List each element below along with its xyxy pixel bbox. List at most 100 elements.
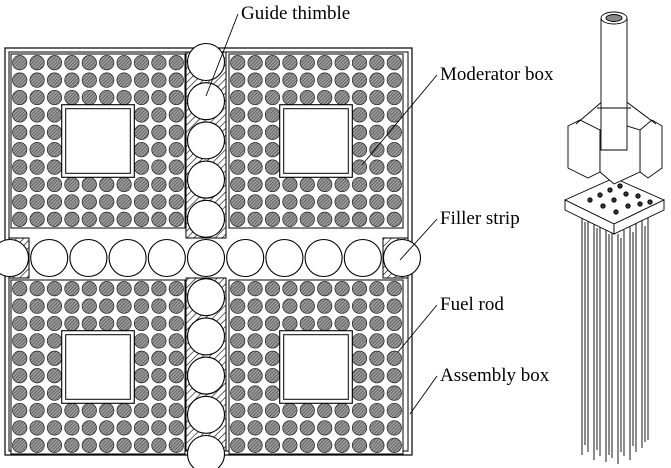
- leader-moderator-box: [361, 74, 438, 166]
- fuel-rod: [386, 402, 402, 419]
- assembly-spider: [567, 119, 601, 179]
- fuel-rod: [264, 55, 281, 71]
- fuel-rod: [317, 437, 333, 453]
- fuel-rod: [351, 89, 368, 106]
- fuel-rod: [386, 333, 402, 349]
- fuel-rod: [151, 159, 167, 175]
- fuel-rod: [46, 281, 63, 297]
- fuel-rod: [133, 72, 150, 88]
- fuel-rod: [133, 159, 150, 175]
- fuel-rod: [247, 420, 263, 436]
- fuel-rod: [29, 420, 45, 436]
- fuel-rod: [29, 281, 45, 297]
- fuel-rod: [317, 72, 333, 88]
- fuel-rod: [351, 211, 368, 227]
- fuel-rod: [29, 194, 45, 210]
- fuel-rod: [116, 55, 132, 71]
- fuel-rod: [12, 194, 28, 210]
- fuel-rod: [81, 315, 97, 332]
- fuel-rod: [133, 298, 150, 314]
- fuel-rod: [334, 420, 350, 436]
- fuel-rod: [64, 402, 80, 419]
- fuel-rod: [46, 55, 63, 71]
- fuel-rod: [334, 437, 350, 453]
- fuel-rod: [151, 194, 167, 210]
- fuel-rod: [12, 211, 28, 227]
- fuel-rod: [264, 176, 281, 193]
- fuel-rod: [116, 315, 132, 332]
- fuel-rod: [369, 124, 385, 140]
- fuel-rod: [230, 72, 246, 88]
- fuel-rod: [247, 368, 263, 384]
- fuel-rod: [168, 124, 184, 140]
- fuel-rod: [116, 437, 132, 453]
- fuel-rod: [247, 159, 263, 175]
- fuel-rod: [282, 72, 298, 88]
- fuel-rod: [116, 281, 132, 297]
- fuel-rod: [386, 124, 402, 140]
- fuel-rod: [299, 211, 315, 227]
- fuel-rod: [116, 402, 132, 419]
- fuel-rod: [168, 72, 184, 88]
- fuel-rod: [317, 402, 333, 419]
- fuel-rod: [151, 298, 167, 314]
- fuel-rod: [133, 281, 150, 297]
- fuel-rod: [46, 350, 63, 366]
- fuel-rod: [282, 211, 298, 227]
- fuel-rod: [168, 211, 184, 227]
- fuel-rod: [334, 89, 350, 106]
- fuel-rod: [264, 402, 281, 419]
- fuel-rod: [133, 315, 150, 332]
- guide-thimble: [30, 238, 69, 278]
- fuel-rod: [12, 437, 28, 453]
- fuel-rod: [282, 315, 298, 332]
- fuel-rod: [81, 281, 97, 297]
- fuel-rod: [99, 281, 115, 297]
- fuel-rod: [247, 437, 263, 453]
- fuel-rod: [64, 194, 80, 210]
- fuel-rod: [230, 333, 246, 349]
- fuel-rod: [230, 350, 246, 366]
- guide-thimble: [186, 356, 226, 395]
- fuel-rod: [81, 298, 97, 314]
- fuel-rod: [46, 402, 63, 419]
- fuel-rod: [282, 402, 298, 419]
- fuel-rod: [29, 55, 45, 71]
- guide-thimble: [186, 82, 226, 121]
- guide-thimble: [343, 238, 382, 278]
- fuel-rod: [351, 281, 368, 297]
- fuel-rod: [168, 385, 184, 401]
- fuel-rod: [299, 72, 315, 88]
- fuel-rod: [334, 298, 350, 314]
- fuel-rod: [29, 72, 45, 88]
- fuel-rod: [369, 55, 385, 71]
- fuel-rod: [151, 281, 167, 297]
- assembly-top-tube: [600, 18, 628, 151]
- fuel-rod: [46, 298, 63, 314]
- fuel-rod: [334, 402, 350, 419]
- fuel-rod: [317, 55, 333, 71]
- fuel-rod: [99, 72, 115, 88]
- fuel-rod: [386, 72, 402, 88]
- fuel-rod: [133, 385, 150, 401]
- fuel-rod: [116, 176, 132, 193]
- fuel-rod: [282, 437, 298, 453]
- fuel-rod: [99, 315, 115, 332]
- fuel-rod: [116, 298, 132, 314]
- guide-thimble: [304, 238, 343, 278]
- fuel-rod: [168, 176, 184, 193]
- fuel-rod: [369, 107, 385, 123]
- fuel-rod: [317, 89, 333, 106]
- fuel-rod: [46, 159, 63, 175]
- fuel-rod: [369, 350, 385, 366]
- fuel-rod: [317, 194, 333, 210]
- fuel-rod: [264, 350, 281, 366]
- fuel-rod: [29, 176, 45, 193]
- fuel-rod: [230, 437, 246, 453]
- quadrants-group: [10, 53, 404, 455]
- fuel-rod: [386, 55, 402, 71]
- fuel-rod: [133, 107, 150, 123]
- fuel-rod: [133, 402, 150, 419]
- fuel-rod: [81, 402, 97, 419]
- fuel-rod: [369, 211, 385, 227]
